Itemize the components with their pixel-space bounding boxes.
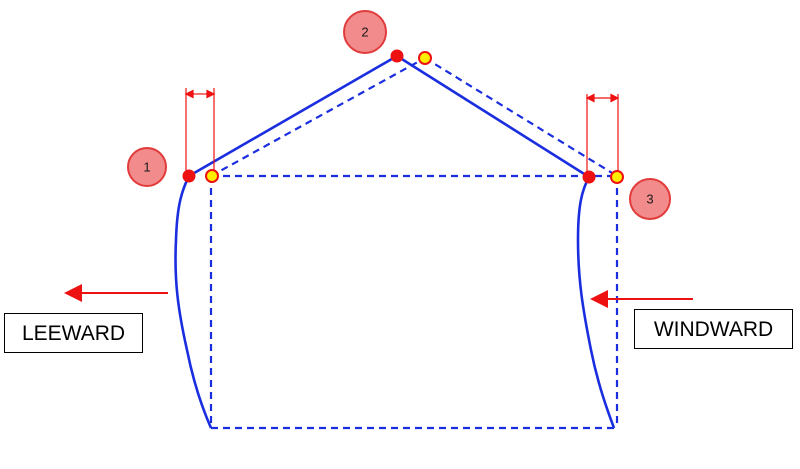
left-arrowhead-right [206, 89, 216, 99]
deformed-nodes [182, 49, 596, 184]
marker-1-label: 1 [143, 160, 150, 175]
marker-2-label: 2 [361, 25, 368, 40]
deformed-frame [174, 54, 616, 429]
marker-1: 1 [127, 147, 167, 187]
leeward-arrow [64, 284, 168, 302]
leeward-label: LEEWARD [4, 313, 143, 353]
windward-arrow [590, 290, 693, 308]
marker-3: 3 [629, 178, 671, 220]
original-right-rafter [424, 57, 618, 177]
original-nodes [205, 51, 624, 184]
right-displacement-indicator [585, 93, 620, 176]
original-frame [209, 57, 619, 430]
left-arrowhead-left [184, 89, 194, 99]
windward-arrowhead [590, 290, 608, 308]
windward-label: WINDWARD [634, 309, 793, 349]
marker-3-label: 3 [646, 192, 653, 207]
marker-2-circle [343, 10, 387, 54]
marker-2: 2 [343, 10, 387, 54]
left-displacement-indicator [184, 88, 216, 176]
deformed-node-apex [390, 49, 404, 63]
deformed-node-left [182, 169, 196, 183]
deformed-right-column [576, 176, 616, 429]
marker-1-circle [127, 147, 167, 187]
original-node-left [205, 169, 219, 183]
deformed-right-rafter [396, 54, 590, 179]
marker-3-circle [629, 178, 671, 220]
original-node-right [610, 170, 624, 184]
original-node-apex [418, 51, 432, 65]
deformed-left-rafter [188, 54, 398, 178]
right-arrowhead-left [585, 93, 595, 103]
original-left-rafter [210, 57, 426, 177]
deformed-left-column [174, 175, 213, 429]
leeward-arrowhead [64, 284, 82, 302]
deformed-node-right [582, 170, 596, 184]
right-arrowhead-right [610, 93, 620, 103]
